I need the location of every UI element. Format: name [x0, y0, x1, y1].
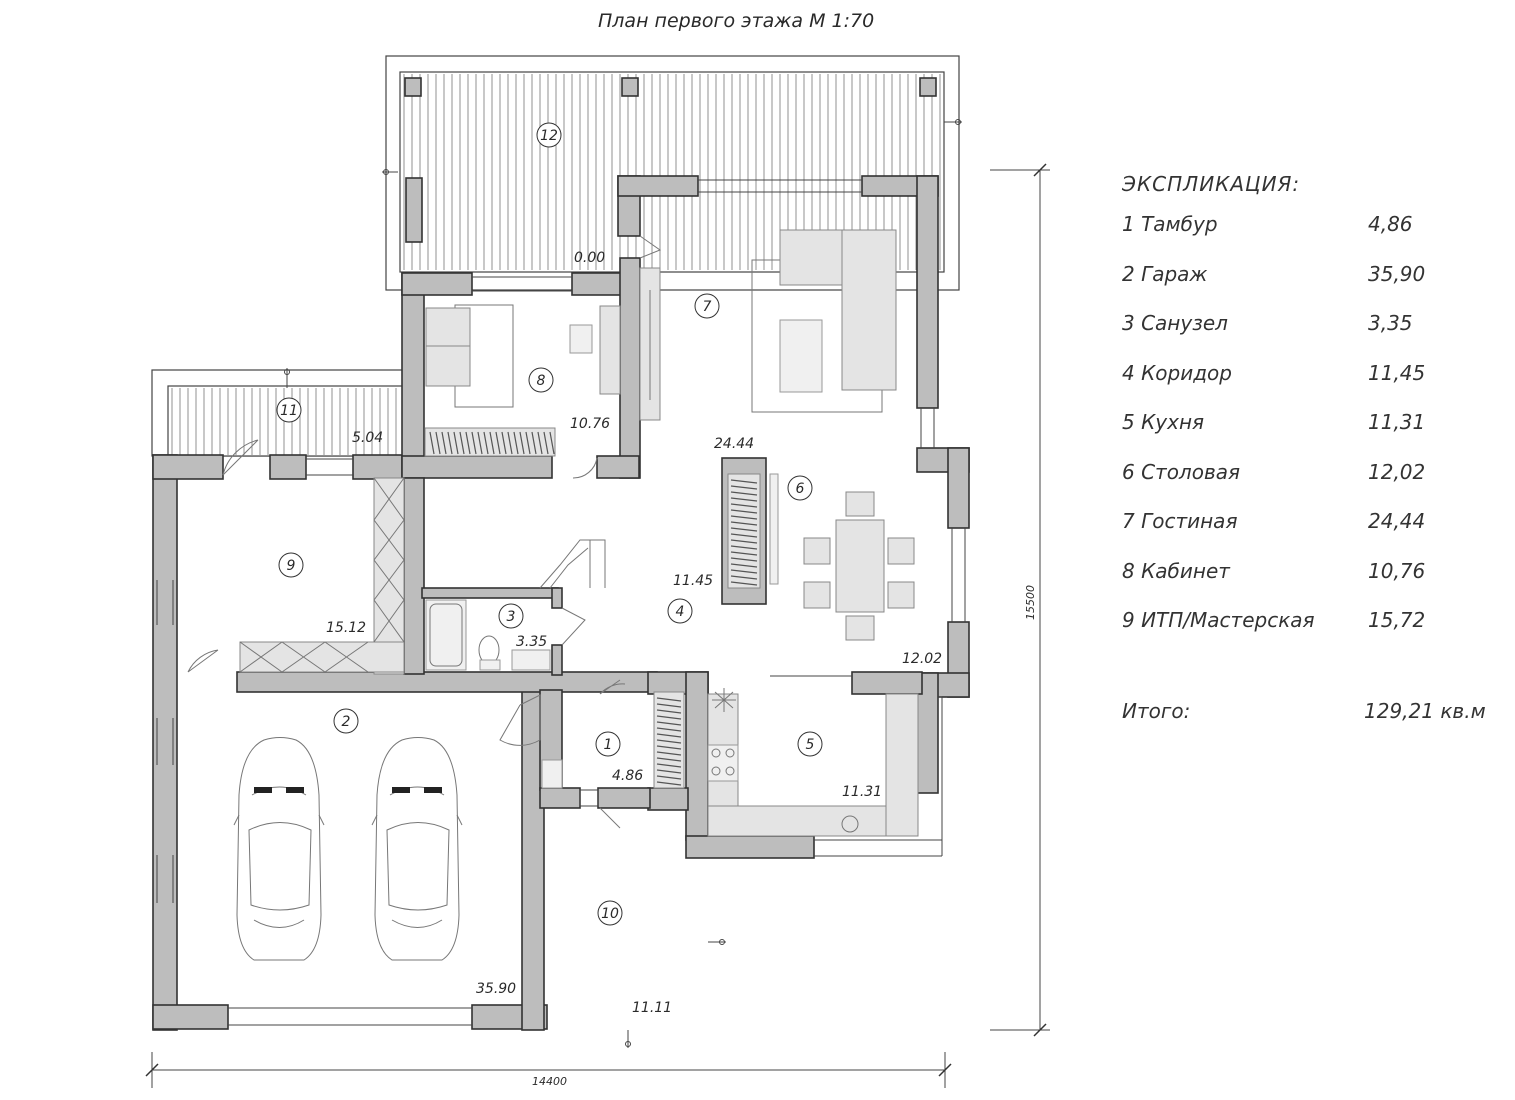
area-room-4: 11.45	[673, 573, 713, 589]
explication-room-area: 35,90	[1368, 261, 1426, 286]
area-room-7: 24.44	[714, 436, 754, 452]
dimension-width: 14400	[532, 1075, 567, 1088]
workshop-counter	[239, 477, 405, 675]
room-tag-number: 9	[287, 558, 296, 574]
room-tag-number: 3	[507, 609, 516, 625]
explication-room-name: 6 Столовая	[1122, 459, 1241, 484]
room-tag-circle	[597, 900, 623, 926]
area-room-10: 11.11	[632, 1000, 672, 1016]
explication-room-name: 5 Кухня	[1122, 410, 1205, 434]
stairs	[539, 539, 606, 589]
dimension-lines	[145, 163, 1050, 1088]
explication-room-name: 7 Гостиная	[1122, 509, 1238, 533]
explication-room-area: 3,35	[1368, 311, 1413, 335]
explication-row: 2 Гараж 35,90	[1122, 262, 1502, 312]
dimension-height: 15500	[1024, 585, 1037, 620]
explication-total-value: 129,21 кв.м	[1364, 699, 1486, 723]
room-tag-number: 7	[703, 299, 712, 315]
area-room-3: 3.35	[516, 634, 547, 650]
explication-room-area: 11,31	[1368, 410, 1426, 434]
area-room-2: 35.90	[476, 981, 516, 997]
area-room-1: 4.86	[612, 768, 643, 784]
room-tag-circle	[276, 397, 302, 423]
plan-title: План первого этажа М 1:70	[598, 10, 874, 32]
kitchen-units	[707, 688, 919, 837]
room-area-labels: 4.86 35.90 3.35 11.45 11.31 12.02 24.44 …	[326, 250, 942, 1016]
explication-total-label: Итого:	[1122, 699, 1191, 723]
room-tag-number: 1	[604, 737, 613, 753]
explication-room-area: 15,72	[1368, 608, 1426, 632]
explication-rows: 1 Тамбур 4,86 2 Гараж 35,90 3 Санузел 3,35 4 К…	[1122, 212, 1502, 658]
explication-row: 1 Тамбур 4,86	[1122, 212, 1502, 262]
living-furniture	[639, 229, 897, 421]
room-tag-number: 11	[280, 403, 298, 419]
room-tag-circle	[667, 598, 693, 624]
explication-row: 3 Санузел 3,35	[1122, 311, 1502, 361]
area-room-8: 10.76	[570, 416, 610, 432]
explication-room-name: 4 Коридор	[1122, 360, 1232, 385]
explication-room-area: 10,76	[1368, 558, 1426, 583]
room-tag-number: 12	[540, 128, 558, 144]
room-tag-circle	[787, 475, 813, 501]
explication-row: 5 Кухня 11,31	[1122, 410, 1502, 460]
car-right	[371, 737, 463, 961]
room-tag-circle	[595, 731, 621, 757]
room-tag-number: 8	[537, 373, 546, 389]
room-tag-number: 10	[601, 906, 619, 922]
explication-room-area: 4,86	[1368, 212, 1413, 236]
explication-row: 7 Гостиная 24,44	[1122, 509, 1502, 559]
explication-row: 8 Кабинет 10,76	[1122, 559, 1502, 609]
room-tag-circle	[694, 293, 720, 319]
room-tag-number: 5	[806, 737, 815, 753]
explication-row: 6 Столовая 12,02	[1122, 460, 1502, 510]
room-tag-circle	[797, 731, 823, 757]
area-room-11: 5.04	[352, 430, 383, 446]
area-room-5: 11.31	[842, 784, 882, 800]
windows	[156, 179, 966, 1026]
explication-table: ЭКСПЛИКАЦИЯ: 1 Тамбур 4,86 2 Гараж 35,90 3 С…	[1122, 172, 1502, 723]
explication-row: 9 ИТП/Мастерская 15,72	[1122, 608, 1502, 658]
explication-row: 4 Коридор 11,45	[1122, 361, 1502, 411]
divider-shelf	[727, 473, 779, 589]
room-tag-circle	[333, 708, 359, 734]
explication-room-name: 1 Тамбур	[1122, 212, 1218, 236]
room-tag-circle	[498, 603, 524, 629]
explication-title: ЭКСПЛИКАЦИЯ:	[1122, 172, 1301, 196]
level-marks	[284, 119, 962, 1048]
doors	[187, 235, 662, 829]
explication-room-area: 11,45	[1368, 360, 1426, 385]
area-room-12: 0.00	[574, 250, 605, 266]
room-tag-circle	[278, 552, 304, 578]
explication-room-name: 9 ИТП/Мастерская	[1122, 608, 1315, 632]
explication-room-name: 8 Кабинет	[1122, 558, 1230, 583]
room-tag-number: 4	[676, 604, 685, 620]
explication-room-name: 2 Гараж	[1122, 261, 1208, 286]
vestibule-wardrobe	[541, 691, 685, 789]
room-tag-number: 2	[342, 714, 351, 730]
dining-table	[803, 491, 915, 641]
explication-room-area: 24,44	[1368, 509, 1426, 533]
bathroom-fixtures	[425, 599, 551, 671]
room-tag-number: 6	[796, 481, 805, 497]
room-tag-circle	[536, 122, 562, 148]
explication-room-area: 12,02	[1368, 459, 1426, 484]
car-left	[233, 737, 325, 961]
area-room-9: 15.12	[326, 620, 366, 636]
study-furniture	[424, 304, 621, 457]
explication-room-name: 3 Санузел	[1122, 311, 1228, 335]
area-room-6: 12.02	[902, 651, 942, 667]
room-tag-circle	[528, 367, 554, 393]
